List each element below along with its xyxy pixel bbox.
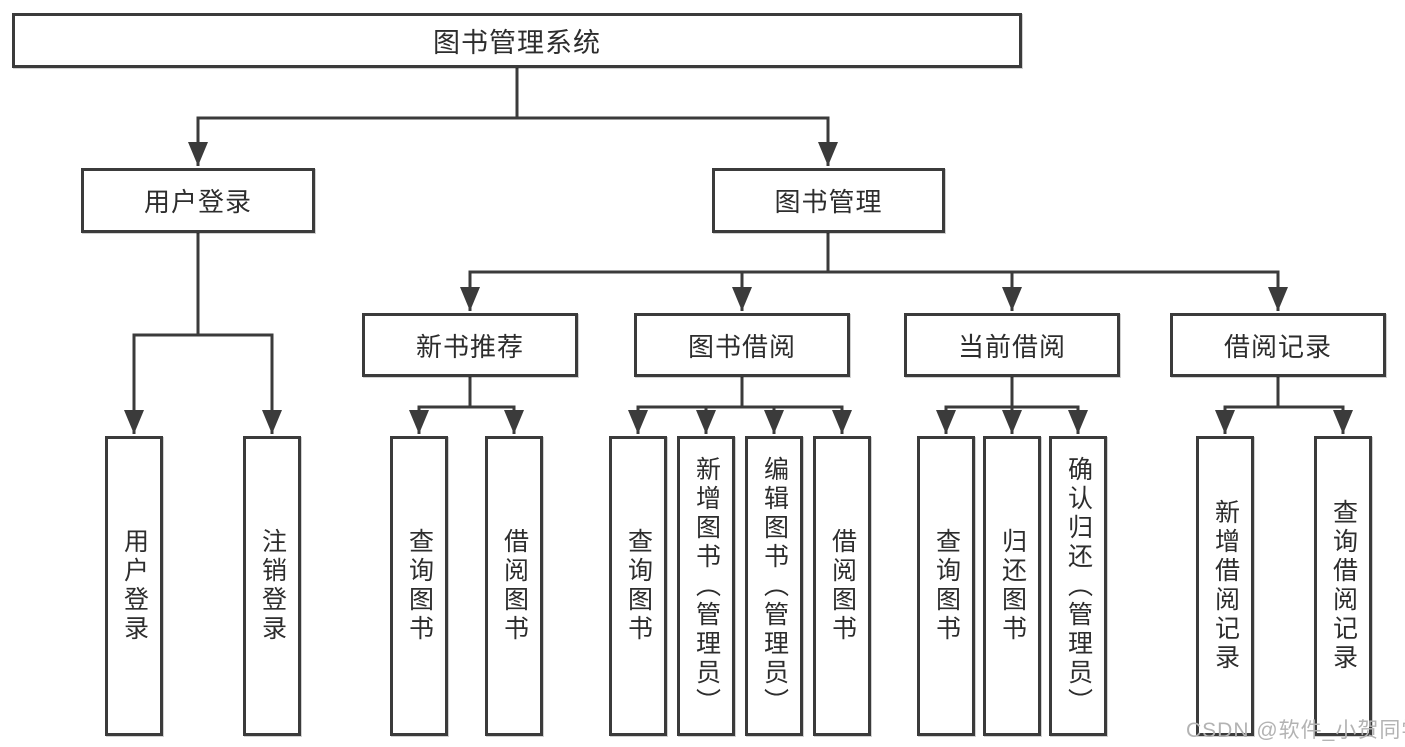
leaf-borrow-books: 借阅图书 bbox=[813, 436, 871, 736]
leaf-add-borrow-record-label: 新增借阅记录 bbox=[1211, 499, 1240, 673]
leaf-edit-books-admin-label: 编辑图书（管理员） bbox=[760, 455, 789, 717]
node-new-book-recommend: 新书推荐 bbox=[362, 313, 578, 377]
leaf-user-login: 用户登录 bbox=[105, 436, 163, 736]
node-current-borrow: 当前借阅 bbox=[904, 313, 1120, 377]
leaf-user-login-label: 用户登录 bbox=[120, 528, 149, 644]
node-book-management: 图书管理 bbox=[712, 168, 945, 233]
node-book-borrow-label: 图书借阅 bbox=[687, 331, 796, 362]
leaf-query-books-recommend: 查询图书 bbox=[390, 436, 448, 736]
node-user-login: 用户登录 bbox=[81, 168, 315, 233]
node-book-borrow: 图书借阅 bbox=[634, 313, 850, 377]
leaf-confirm-return-admin-label: 确认归还（管理员） bbox=[1064, 455, 1093, 717]
leaf-query-books-borrow-label: 查询图书 bbox=[624, 528, 653, 644]
leaf-logout-label: 注销登录 bbox=[258, 528, 287, 644]
node-borrow-records: 借阅记录 bbox=[1170, 313, 1386, 377]
leaf-add-borrow-record: 新增借阅记录 bbox=[1196, 436, 1254, 736]
leaf-borrow-books-recommend-label: 借阅图书 bbox=[500, 528, 529, 644]
node-library-system: 图书管理系统 bbox=[12, 13, 1022, 68]
leaf-borrow-books-recommend: 借阅图书 bbox=[485, 436, 543, 736]
leaf-borrow-books-label: 借阅图书 bbox=[828, 528, 857, 644]
node-user-login-label: 用户登录 bbox=[143, 187, 252, 217]
node-library-system-label: 图书管理系统 bbox=[433, 28, 601, 58]
leaf-query-borrow-record-label: 查询借阅记录 bbox=[1329, 499, 1358, 673]
node-borrow-records-label: 借阅记录 bbox=[1223, 331, 1332, 362]
csdn-watermark: CSDN @软件_小贺同学 bbox=[1186, 719, 1405, 742]
leaf-edit-books-admin: 编辑图书（管理员） bbox=[745, 436, 803, 736]
leaf-query-books-current: 查询图书 bbox=[917, 436, 975, 736]
leaf-logout: 注销登录 bbox=[243, 436, 301, 736]
leaf-return-books-label: 归还图书 bbox=[998, 528, 1027, 644]
leaf-add-books-admin: 新增图书（管理员） bbox=[677, 436, 735, 736]
leaf-query-books-borrow: 查询图书 bbox=[609, 436, 667, 736]
node-book-management-label: 图书管理 bbox=[774, 187, 883, 217]
leaf-query-books-recommend-label: 查询图书 bbox=[405, 528, 434, 644]
node-new-book-recommend-label: 新书推荐 bbox=[415, 331, 524, 362]
leaf-query-borrow-record: 查询借阅记录 bbox=[1314, 436, 1372, 736]
leaf-return-books: 归还图书 bbox=[983, 436, 1041, 736]
leaf-query-books-current-label: 查询图书 bbox=[932, 528, 961, 644]
node-current-borrow-label: 当前借阅 bbox=[957, 331, 1066, 362]
leaf-add-books-admin-label: 新增图书（管理员） bbox=[692, 455, 721, 717]
leaf-confirm-return-admin: 确认归还（管理员） bbox=[1049, 436, 1107, 736]
